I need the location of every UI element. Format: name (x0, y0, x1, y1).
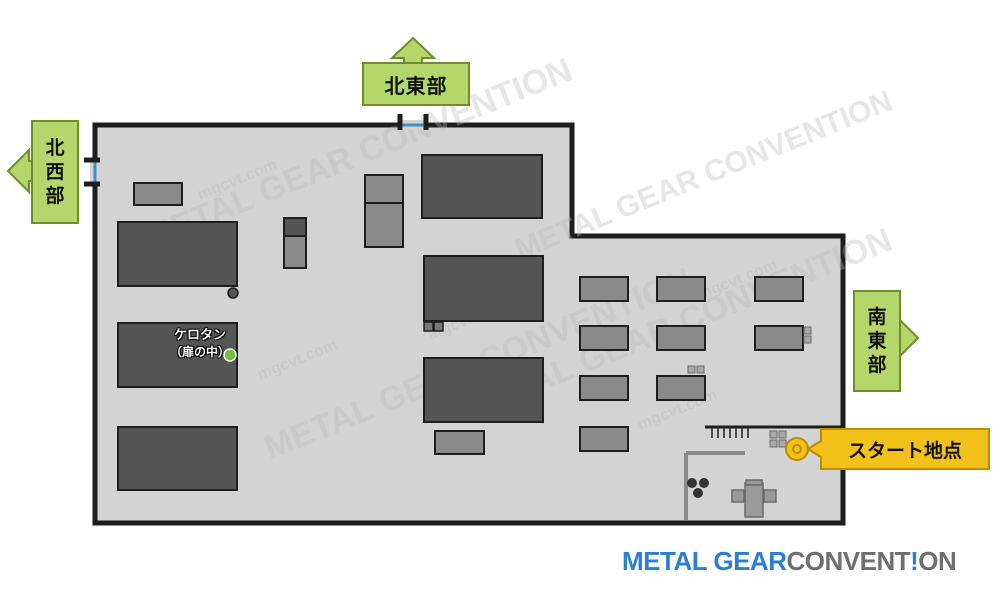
exit-north-label: 北東部 (362, 62, 470, 106)
container (421, 154, 543, 219)
brand-logo-part: ! (910, 546, 919, 576)
exit-northwest-label: 北 西 部 (31, 120, 79, 224)
exit-southeast-char: 部 (867, 354, 887, 376)
exit-north-text: 北東部 (384, 73, 448, 98)
exit-northwest-char: 北 (45, 137, 65, 159)
container (423, 357, 544, 423)
barrel-icon (227, 287, 239, 299)
container (117, 322, 238, 388)
door-northwest (84, 157, 100, 187)
barrel-icon (693, 488, 703, 498)
item-name: ケロタン (173, 328, 226, 343)
crate (434, 430, 485, 455)
start-point-label: スタート地点 (847, 439, 962, 462)
exit-southeast-char: 南 (867, 306, 887, 328)
arrow-left-icon (6, 147, 34, 195)
floor-area (92, 122, 846, 526)
exit-southeast-label: 南 東 部 (853, 290, 901, 392)
container (117, 221, 238, 287)
crate (133, 182, 183, 206)
crate-grid (579, 276, 804, 452)
brand-logo-part: CONVENT (786, 546, 911, 576)
exit-southeast-char: 東 (867, 330, 887, 352)
exit-northwest-char: 部 (45, 185, 65, 207)
locker (364, 174, 404, 248)
exit-northwest-char: 西 (45, 161, 65, 183)
brand-logo-part: METAL GEAR (622, 546, 787, 576)
brand-logo: METAL GEARCONVENT!ON (622, 546, 957, 577)
item-location: （扉の中） (169, 345, 230, 359)
door-north (397, 114, 429, 130)
barrel-icon (699, 478, 709, 488)
brand-logo-part: ON (918, 546, 957, 576)
item-label: ケロタン （扉の中） (156, 328, 244, 360)
start-point-callout: スタート地点 (806, 428, 990, 470)
arrow-up-icon (389, 36, 437, 65)
start-marker-icon (785, 437, 809, 461)
item-marker-icon (223, 348, 237, 362)
container (423, 255, 544, 322)
container (117, 426, 238, 491)
barrel-icon (687, 478, 697, 488)
desk-chairs (731, 479, 777, 518)
start-room (684, 425, 843, 520)
